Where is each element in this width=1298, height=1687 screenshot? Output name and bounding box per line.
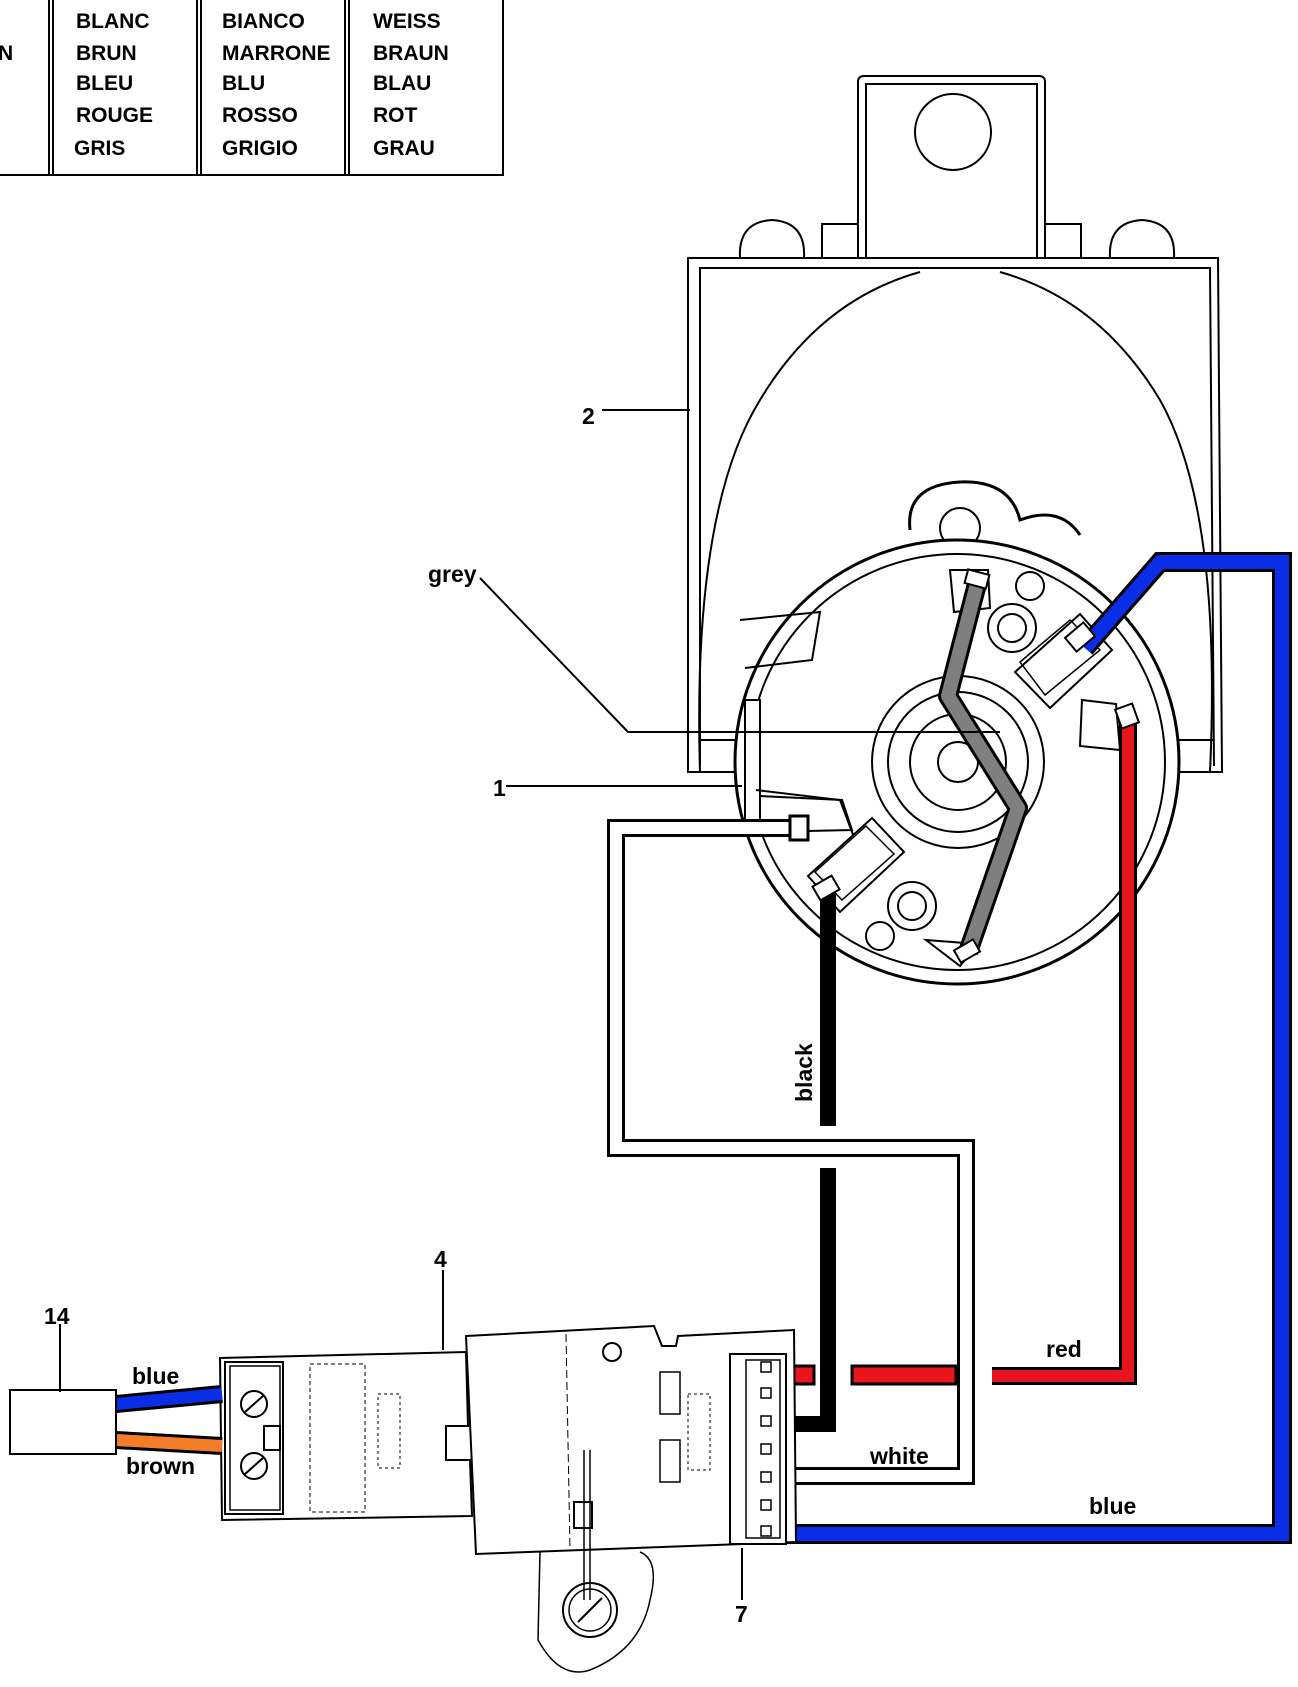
legend-entry-blue: BLEU	[76, 72, 134, 95]
mains-plug	[9, 1389, 117, 1455]
callout-control-board: 4	[434, 1246, 447, 1272]
callout-brush-holder: 1	[493, 775, 506, 801]
legend-entry-blue: BLAU	[373, 72, 432, 95]
legend-entry-red: ROUGE	[76, 104, 154, 127]
callout-motor: 2	[582, 403, 595, 429]
legend-entry-red: ROSSO	[222, 104, 298, 127]
label-blue-right: blue	[1089, 1493, 1136, 1519]
label-grey: grey	[428, 561, 477, 587]
color-legend-table: N BLANC BRUN BLEU ROUGE GRIS BIANCO MARR…	[0, 0, 504, 176]
legend-entry-grey: GRIGIO	[222, 137, 298, 160]
legend-entry-brown: BRAUN	[373, 42, 449, 65]
control-board	[218, 1324, 798, 1673]
brush-end-cap	[733, 480, 1181, 986]
leader-lines	[59, 409, 1000, 1600]
legend-entry-red: ROT	[373, 104, 418, 127]
legend-column-1: N	[0, 0, 54, 174]
label-black: black	[791, 1043, 817, 1102]
label-brown: brown	[126, 1453, 195, 1479]
label-red: red	[1046, 1336, 1082, 1362]
callout-plug: 14	[44, 1303, 70, 1329]
legend-entry: N	[0, 42, 14, 65]
legend-entry-brown: MARRONE	[222, 42, 331, 65]
label-blue-left: blue	[132, 1363, 179, 1389]
legend-entry-white: WEISS	[373, 10, 441, 33]
legend-entry-blue: BLU	[222, 72, 266, 95]
legend-entry-brown: BRUN	[76, 42, 137, 65]
legend-entry-white: BIANCO	[222, 10, 305, 33]
legend-entry-white: BLANC	[76, 10, 150, 33]
label-white: white	[869, 1443, 929, 1469]
red-wire-segment	[850, 1364, 958, 1386]
legend-column-french: BLANC BRUN BLEU ROUGE GRIS	[54, 0, 202, 174]
callout-connector: 7	[735, 1601, 748, 1627]
legend-column-german: WEISS BRAUN BLAU ROT GRAU	[350, 0, 502, 174]
legend-entry-grey: GRAU	[373, 137, 435, 160]
legend-column-italian: BIANCO MARRONE BLU ROSSO GRIGIO	[202, 0, 350, 174]
legend-entry-grey: GRIS	[74, 137, 126, 160]
